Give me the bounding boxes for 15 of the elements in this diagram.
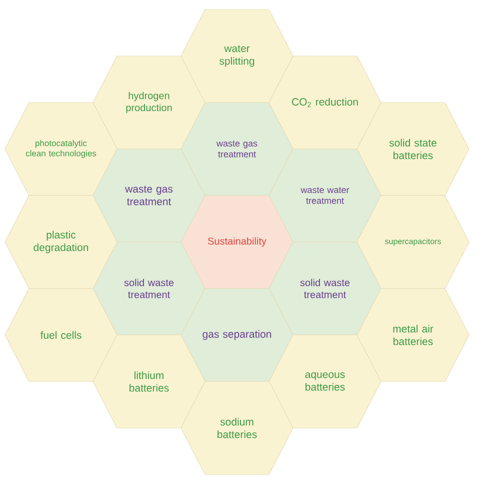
hexagon: hydrogen production — [92, 56, 206, 150]
hexagon: fuel cells — [4, 288, 118, 382]
hexagon: solid state batteries — [356, 102, 470, 196]
hexagon: CO$_{2}$ reduction — [268, 56, 382, 150]
hexagon: waste gas treatment — [180, 102, 294, 196]
hexagon: aqueous batteries — [268, 334, 382, 428]
hexagon: water splitting — [180, 9, 294, 103]
hexagon: gas separation — [180, 288, 294, 382]
hexagon: sodium batteries — [180, 381, 294, 475]
hexagon: metal air batteries — [356, 288, 470, 382]
hexagon: waste water treatment — [268, 148, 382, 242]
hexagon: supercapacitors — [356, 195, 470, 289]
hexagon: Sustainability — [180, 195, 294, 289]
hexagon: photocatalytic clean technologies — [4, 102, 118, 196]
hexagon: plastic degradation — [4, 195, 118, 289]
